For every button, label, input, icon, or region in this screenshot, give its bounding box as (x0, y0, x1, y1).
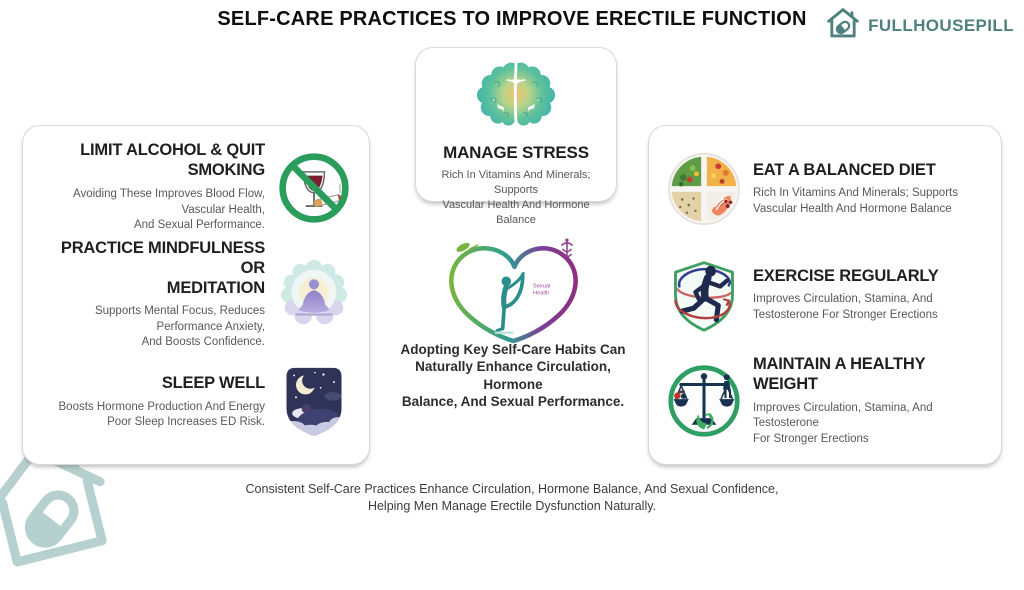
item-description: Improves Circulation, Stamina, And Testo… (753, 293, 938, 321)
item-description: Avoiding These Improves Blood Flow, Vasc… (73, 188, 265, 232)
no-alcohol-smoking-icon (275, 146, 353, 230)
item-title: MAINTAIN A HEALTHY WEIGHT (753, 354, 926, 393)
house-pill-icon: .hp-stroke{stroke:#4e807e}.hp-fill{fill:… (825, 6, 861, 45)
caduceus-ornament (561, 238, 573, 260)
heart-label: Sexual (533, 283, 550, 289)
item-title: EAT A BALANCED DIET (753, 160, 936, 179)
sleep-night-icon (275, 360, 353, 444)
item-description: Rich In Vitamins And Minerals; Supports … (753, 187, 958, 215)
page-title: SELF-CARE PRACTICES TO IMPROVE ERECTILE … (217, 8, 807, 30)
item-title: MANAGE STRESS (443, 143, 589, 162)
manage-stress-card: MANAGE STRESS Rich In Vitamins And Miner… (415, 47, 617, 226)
item-title: LIMIT ALCOHOL & QUIT SMOKING (80, 141, 265, 180)
brand-name: FULLHOUSEPILL (868, 15, 1014, 35)
heart-label: Health (533, 291, 549, 297)
right-practices-card: EAT A BALANCED DIET Rich In Vitamins And… (648, 125, 1002, 465)
list-item: MAINTAIN A HEALTHY WEIGHT Improves Circu… (665, 348, 985, 454)
mindfulness-meditation-icon (275, 253, 353, 337)
list-item: SLEEP WELL Boosts Hormone Production And… (39, 351, 353, 454)
left-practices-card: LIMIT ALCOHOL & QUIT SMOKING Avoiding Th… (22, 125, 370, 465)
infographic-canvas: { "header": { "title": "SELF-CARE PRACTI… (0, 6, 1024, 567)
item-description: Rich In Vitamins And Minerals; Supports … (441, 169, 591, 226)
item-title: EXERCISE REGULARLY (753, 266, 939, 285)
item-description: Boosts Hormone Production And Energy Poo… (58, 400, 265, 429)
exercise-runner-icon (665, 253, 743, 337)
list-item: EXERCISE REGULARLY Improves Circulation,… (665, 242, 985, 348)
item-title: PRACTICE MINDFULNESS OR MEDITATION (60, 239, 265, 297)
item-description: Improves Circulation, Stamina, And Testo… (753, 401, 933, 445)
footer-line-2: Helping Men Manage Erectile Dysfunction … (367, 498, 657, 513)
brand-logo: .hp-stroke{stroke:#4e807e}.hp-fill{fill:… (825, 6, 1014, 45)
item-description: Supports Mental Focus, Reduces Performan… (94, 305, 265, 349)
balance-scale-icon (665, 359, 743, 443)
yoga-figure (494, 272, 525, 334)
leaf-ornament (456, 242, 479, 252)
list-item: PRACTICE MINDFULNESS OR MEDITATION Suppo… (39, 239, 353, 351)
center-message: Adopting Key Self-Care Habits Can Natura… (400, 342, 626, 409)
balanced-diet-plate-icon (665, 147, 743, 231)
list-item: EAT A BALANCED DIET Rich In Vitamins And… (665, 136, 985, 242)
footer-line-1: Consistent Self-Care Practices Enhance C… (245, 482, 779, 496)
footer-caption: Consistent Self-Care Practices Enhance C… (0, 481, 1024, 515)
list-item: LIMIT ALCOHOL & QUIT SMOKING Avoiding Th… (39, 136, 353, 239)
item-title: SLEEP WELL (161, 374, 265, 393)
heart-yoga-icon: Sexual Health (432, 236, 597, 344)
brain-icon (464, 56, 568, 141)
